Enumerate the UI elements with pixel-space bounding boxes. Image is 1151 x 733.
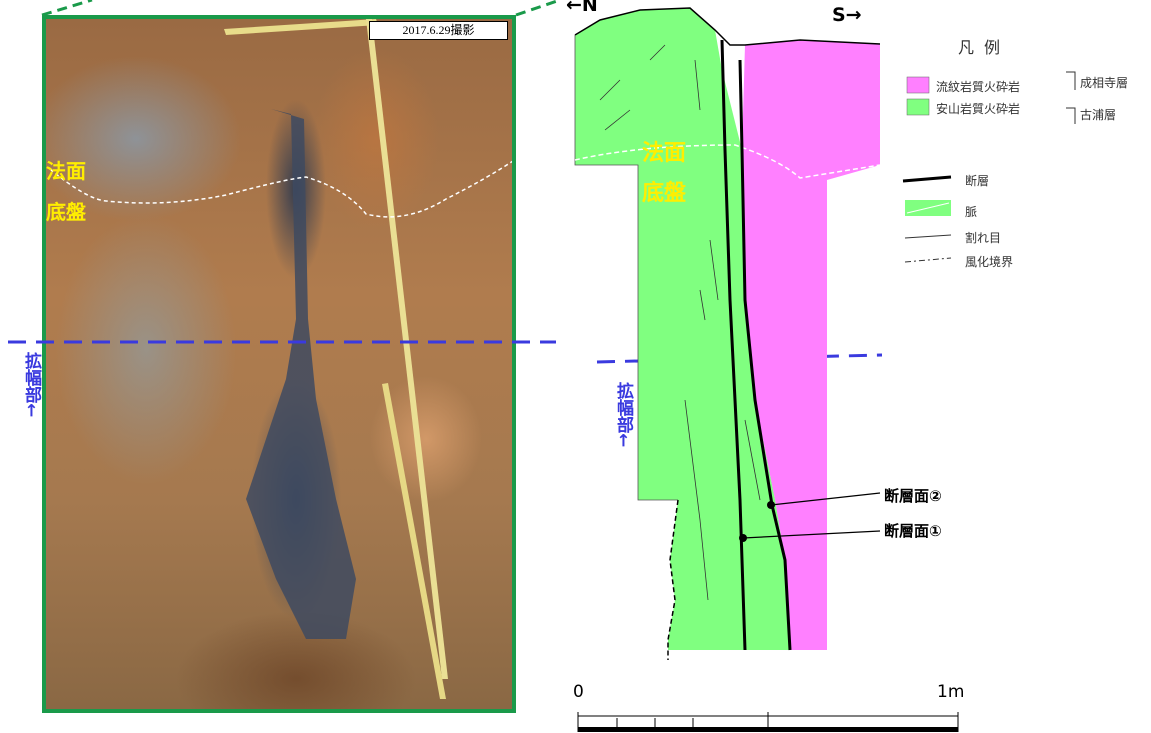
- rhyolite-area: [742, 40, 880, 650]
- legend-formation-2: 古浦層: [1080, 108, 1117, 122]
- fault-surface-2-label: 断層面②: [884, 487, 942, 505]
- left-widening-label: 拡幅部←: [21, 352, 41, 418]
- photo-slope-label: 法面: [46, 159, 86, 183]
- fault-line-2: [738, 59, 792, 651]
- fault-line-1: [720, 39, 747, 651]
- andesite-area: [575, 8, 790, 650]
- legend-title: 凡例: [958, 38, 1011, 57]
- legend-fault: 断層: [965, 174, 990, 188]
- diagram-slope-label: 法面: [642, 141, 687, 166]
- legend-vein: 脈: [965, 205, 978, 219]
- legend-andesite: 安山岩質火砕岩: [936, 102, 1021, 116]
- photo-overlay: [49, 19, 512, 699]
- fault-surface-1-label: 断層面①: [884, 522, 942, 540]
- photo-bedrock-label: 底盤: [46, 200, 86, 224]
- outcrop-photo: 2017.6.29撮影 法面 底盤: [42, 15, 516, 713]
- north-label: ←N: [566, 0, 598, 16]
- scale-1m-label: 1m: [937, 682, 965, 702]
- diagram-widening-label: 拡幅部←: [613, 382, 633, 448]
- legend-crack: 割れ目: [965, 231, 1002, 245]
- legend-formation-1: 成相寺層: [1080, 76, 1129, 90]
- diagram-bedrock-label: 底盤: [642, 181, 687, 206]
- photo-date-label: 2017.6.29撮影: [369, 21, 508, 40]
- legend-rhyolite: 流紋岩質火砕岩: [936, 80, 1021, 94]
- south-label: S→: [832, 4, 862, 26]
- scale-zero-label: 0: [573, 682, 584, 702]
- legend-weathering: 風化境界: [965, 255, 1014, 269]
